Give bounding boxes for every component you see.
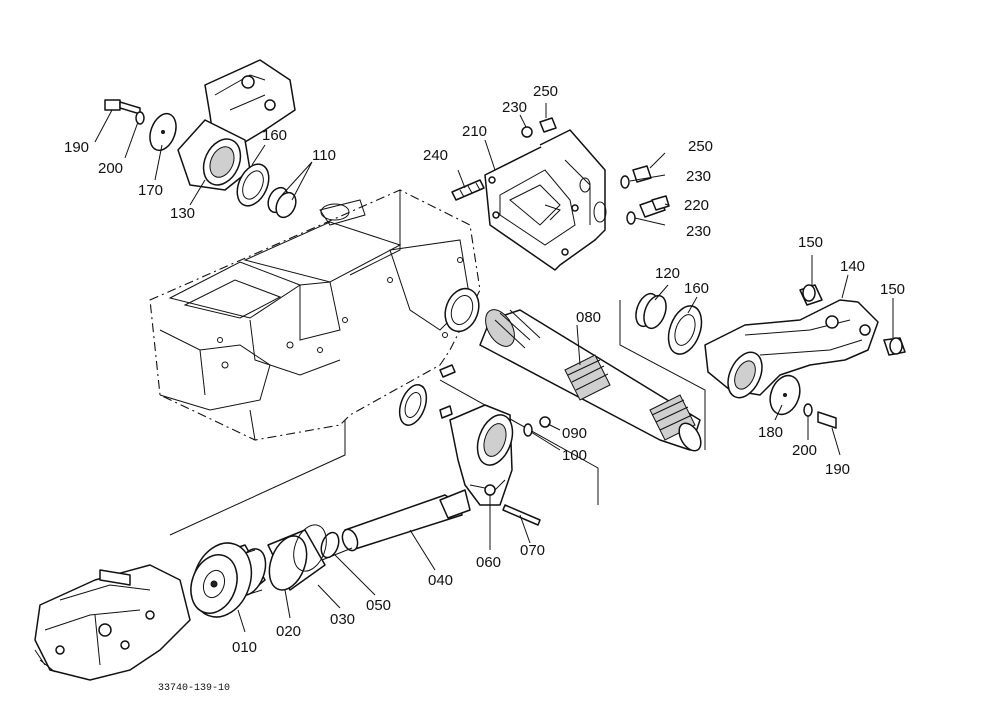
callout-200-top: 200 (98, 160, 123, 177)
nut-250-top (539, 117, 557, 133)
callout-130: 130 (170, 205, 195, 222)
callout-150-a: 150 (798, 234, 823, 251)
callout-240: 240 (423, 147, 448, 164)
callout-070: 070 (520, 542, 545, 559)
callout-140: 140 (840, 258, 865, 275)
lift-arm-right (704, 299, 879, 399)
callout-100: 100 (562, 447, 587, 464)
callout-090: 090 (562, 425, 587, 442)
washer-200-top (135, 111, 145, 125)
leader-lines (94, 103, 894, 633)
washer-230-right-b (626, 211, 636, 225)
cover-210 (484, 129, 607, 271)
callout-250-right: 250 (688, 138, 713, 155)
callout-230-right-b: 230 (686, 223, 711, 240)
pin-070 (502, 504, 541, 526)
seal-160-right (667, 305, 703, 355)
callout-220: 220 (684, 197, 709, 214)
nut-230-top (521, 126, 533, 138)
callout-210: 210 (462, 123, 487, 140)
callout-160-right: 160 (684, 280, 709, 297)
washer-100 (523, 423, 533, 437)
callout-050: 050 (366, 597, 391, 614)
cylinder-head-010 (190, 542, 253, 618)
nut-090 (539, 416, 551, 428)
bolt-220 (639, 195, 670, 218)
callout-030: 030 (330, 611, 355, 628)
callout-060: 060 (476, 554, 501, 571)
plate-170 (149, 112, 177, 152)
bushing-150-a (799, 284, 823, 306)
main-housing (149, 189, 481, 441)
callout-190-top: 190 (64, 139, 89, 156)
rod-040 (341, 489, 471, 552)
o-ring-050 (320, 531, 340, 559)
guide-line-rod (321, 547, 353, 561)
shaft-080 (479, 309, 702, 452)
callout-040: 040 (428, 572, 453, 589)
guide-line-cylinder (169, 420, 346, 536)
bolt-190-top (104, 99, 141, 115)
washer-200-right (803, 403, 813, 417)
callout-110: 110 (312, 147, 336, 164)
bolt-190-right (817, 411, 837, 429)
callout-080: 080 (576, 309, 601, 326)
stud-240 (451, 179, 485, 201)
seal-160-left (236, 163, 270, 207)
callout-250-top: 250 (533, 83, 558, 100)
callout-230-top: 230 (502, 99, 527, 116)
arm-060 (449, 404, 514, 506)
washer-230-right-a (620, 175, 630, 189)
callout-120: 120 (655, 265, 680, 282)
callout-200-right: 200 (792, 442, 817, 459)
bracket-line-080 (619, 300, 706, 450)
callout-010: 010 (232, 639, 257, 656)
callout-180: 180 (758, 424, 783, 441)
cylinder-body (34, 564, 191, 681)
callout-190-right: 190 (825, 461, 850, 478)
snap-rings-120 (635, 292, 667, 330)
pin-small (439, 364, 456, 419)
bushing-150-b (883, 337, 906, 356)
lift-arm-left (177, 59, 296, 191)
washer-left-lower (398, 384, 428, 426)
callout-150-b: 150 (880, 281, 905, 298)
callout-170: 170 (138, 182, 163, 199)
callout-020: 020 (276, 623, 301, 640)
sleeve-030 (267, 524, 327, 591)
o-rings-110 (267, 186, 297, 219)
callout-160-left: 160 (262, 127, 287, 144)
callout-230-right-a: 230 (686, 168, 711, 185)
diagram-code: 33740-139-10 (158, 683, 230, 694)
